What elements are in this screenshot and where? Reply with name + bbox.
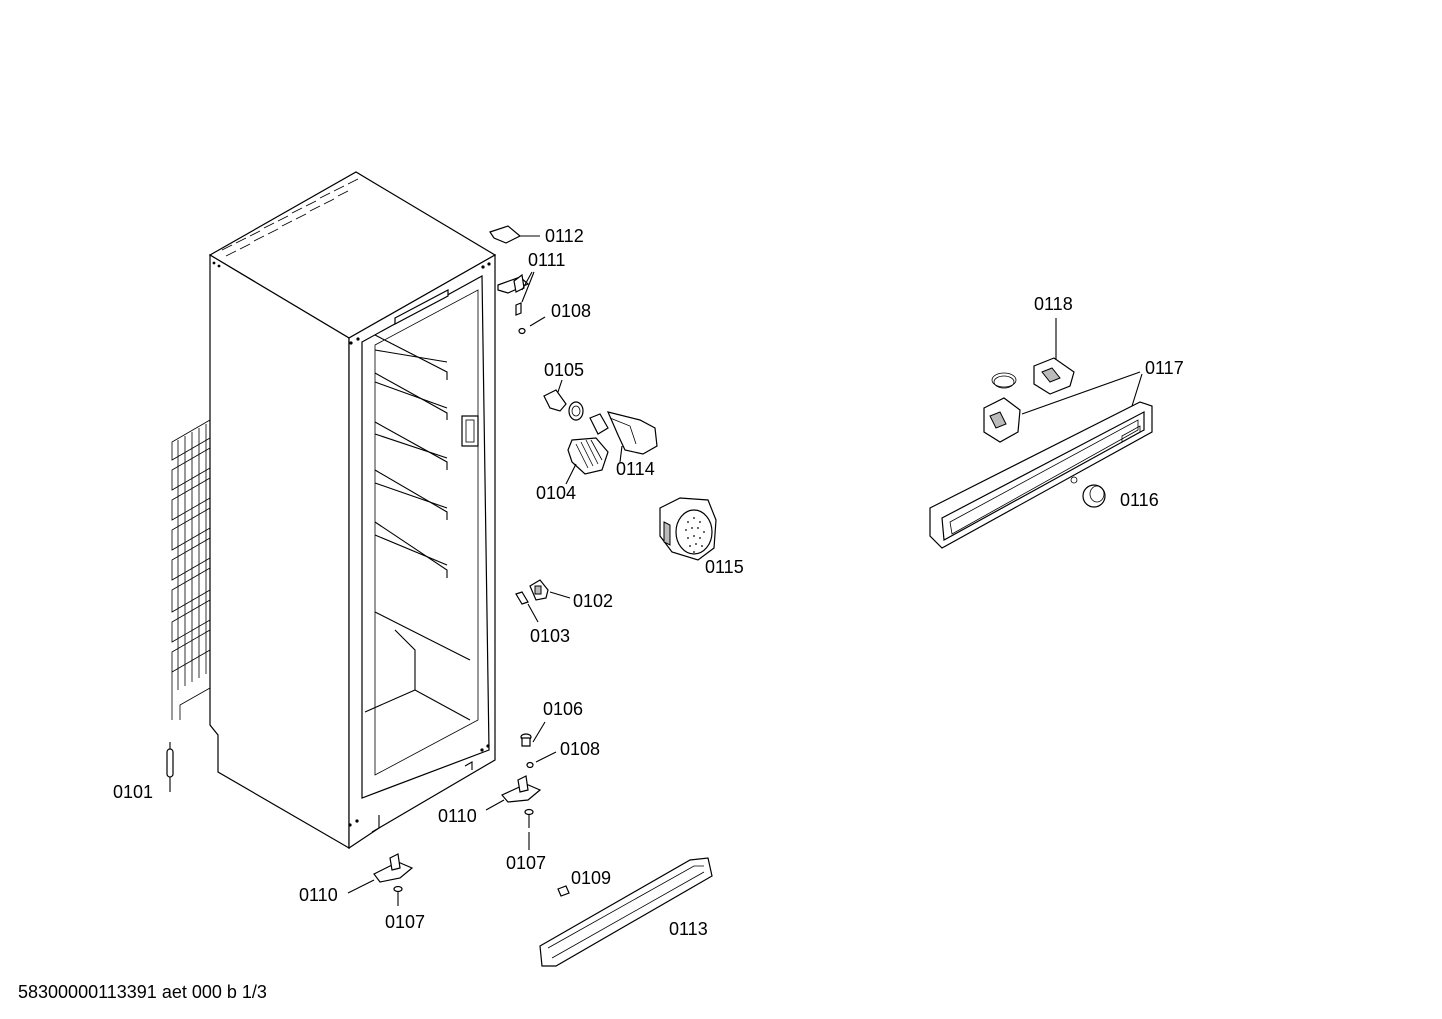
cabinet-body xyxy=(208,171,497,850)
part-0108-top-shape xyxy=(518,327,526,335)
part-0112-shape xyxy=(489,225,522,244)
label-0109: 0109 xyxy=(571,868,611,888)
part-0104-shape xyxy=(565,437,609,485)
document-id-footer: 58300000113391 aet 000 b 1/3 xyxy=(18,982,267,1002)
label-0101: 0101 xyxy=(113,782,153,802)
label-0110-mid: 0110 xyxy=(438,806,477,826)
part-0107-bottom-shape xyxy=(393,885,403,906)
label-0118: 0118 xyxy=(1034,294,1073,314)
part-0114-shape xyxy=(606,411,658,463)
label-0111: 0111 xyxy=(528,250,565,270)
label-0104: 0104 xyxy=(536,483,576,503)
thermostat-shape xyxy=(983,371,1141,443)
part-0101-shape xyxy=(166,742,174,792)
part-0107-mid-shape xyxy=(524,808,534,850)
label-0108-bottom: 0108 xyxy=(560,739,600,759)
label-0105: 0105 xyxy=(544,360,584,380)
label-0114: 0114 xyxy=(616,459,655,479)
label-0106: 0106 xyxy=(543,699,583,719)
part-0105-shape xyxy=(543,379,609,435)
part-0116-shape xyxy=(1082,484,1106,508)
part-0102-shape xyxy=(529,579,571,601)
part-0110-mid-shape xyxy=(485,775,542,811)
label-0102: 0102 xyxy=(573,591,613,611)
part-0103-shape xyxy=(515,591,539,623)
condenser-coil xyxy=(171,419,211,720)
label-0115: 0115 xyxy=(705,557,744,577)
part-0118-shape xyxy=(991,318,1075,395)
label-0107-mid: 0107 xyxy=(506,853,546,873)
label-0107-bottom: 0107 xyxy=(385,912,425,932)
part-0106-shape xyxy=(520,721,546,747)
label-0112: 0112 xyxy=(545,226,584,246)
part-0115-shape xyxy=(659,497,717,561)
label-0103: 0103 xyxy=(530,626,570,646)
label-0108-top: 0108 xyxy=(551,301,591,321)
part-0110-bottom-shape xyxy=(347,853,414,894)
part-0113-shape xyxy=(539,857,713,967)
part-0108-bottom-shape xyxy=(526,761,534,769)
part-0109-shape xyxy=(557,885,570,897)
label-0117: 0117 xyxy=(1145,358,1184,378)
label-0110-bottom: 0110 xyxy=(299,885,338,905)
part-0117-shape xyxy=(929,373,1153,549)
label-0116: 0116 xyxy=(1120,490,1159,510)
label-0113: 0113 xyxy=(669,919,708,939)
